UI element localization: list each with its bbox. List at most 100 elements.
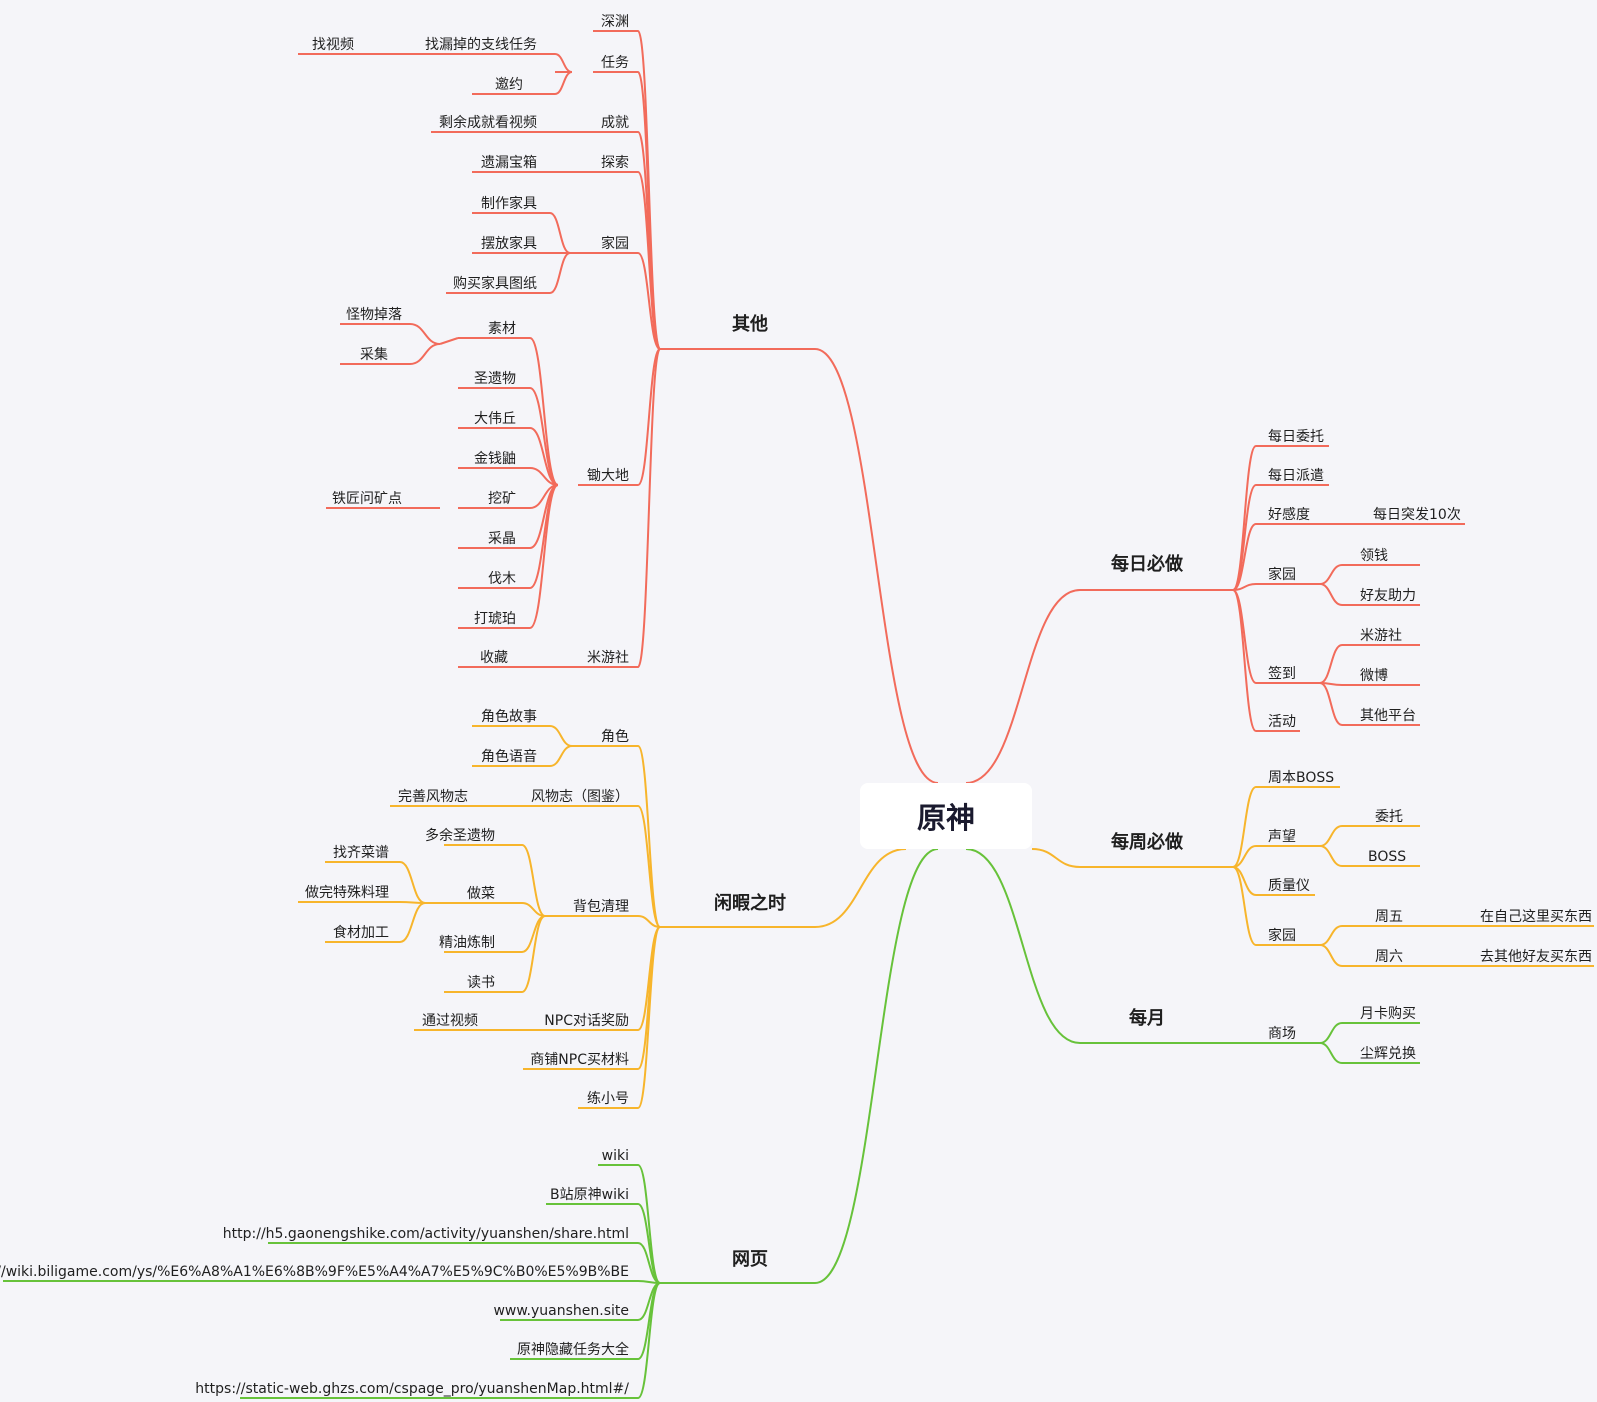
node-label[interactable]: 领钱 xyxy=(1360,548,1388,564)
connector-line xyxy=(1319,1042,1343,1064)
connector-line xyxy=(1232,786,1257,868)
node-label[interactable]: 怪物掉落 xyxy=(346,307,402,323)
node-label[interactable]: 角色故事 xyxy=(481,708,537,725)
node-label[interactable]: 签到 xyxy=(1268,665,1296,682)
web-link[interactable]: https://wiki.biligame.com/ys/%E6%A8%A1%E… xyxy=(0,1264,629,1280)
node-label[interactable]: 商场 xyxy=(1268,1026,1296,1042)
branch-weekly[interactable]: 每周必做 xyxy=(1111,831,1184,853)
node-label[interactable]: 深渊 xyxy=(601,14,629,30)
node-label[interactable]: 邀约 xyxy=(495,77,523,93)
branch-other[interactable]: 其他 xyxy=(732,313,768,335)
node-label[interactable]: 周六 xyxy=(1375,949,1403,965)
web-link[interactable]: B站原神wiki xyxy=(550,1187,629,1203)
node-label[interactable]: 每日突发10次 xyxy=(1373,507,1461,523)
node-label[interactable]: 声望 xyxy=(1268,829,1296,845)
node-label[interactable]: 采集 xyxy=(360,346,388,363)
node-label[interactable]: 成就 xyxy=(601,115,629,131)
web-link[interactable]: 原神隐藏任务大全 xyxy=(517,1341,629,1358)
node-label[interactable]: 通过视频 xyxy=(422,1013,478,1029)
connector-line xyxy=(637,915,661,928)
node-label[interactable]: 锄大地 xyxy=(587,468,629,484)
connector-line xyxy=(521,915,546,953)
node-label[interactable]: 食材加工 xyxy=(333,924,389,941)
node-label[interactable]: 做菜 xyxy=(467,886,495,902)
node-label[interactable]: 遗漏宝箱 xyxy=(481,155,537,171)
node-label[interactable]: 委托 xyxy=(1375,809,1403,825)
web-link[interactable]: https://static-web.ghzs.com/cspage_pro/y… xyxy=(195,1381,629,1397)
connector-line xyxy=(1319,1022,1343,1044)
web-link[interactable]: http://h5.gaonengshike.com/activity/yuan… xyxy=(223,1226,629,1242)
node-label[interactable]: 读书 xyxy=(467,974,495,991)
connector-line xyxy=(637,745,661,928)
connector-line xyxy=(1319,564,1343,585)
node-label[interactable]: 找视频 xyxy=(312,37,354,53)
node-label[interactable]: 素材 xyxy=(488,321,516,337)
node-label[interactable]: 月卡购买 xyxy=(1360,1006,1416,1022)
node-label[interactable]: 在自己这里买东西 xyxy=(1480,908,1592,925)
node-label[interactable]: 米游社 xyxy=(587,650,629,666)
node-label[interactable]: 商铺NPC买材料 xyxy=(530,1052,629,1068)
node-label[interactable]: 米游社 xyxy=(1360,628,1402,644)
node-label[interactable]: BOSS xyxy=(1368,849,1406,865)
node-label[interactable]: 大伟丘 xyxy=(474,411,516,427)
node-label[interactable]: 购买家具图纸 xyxy=(453,275,537,292)
node-label[interactable]: 采晶 xyxy=(488,531,516,547)
branch-monthly[interactable]: 每月 xyxy=(1129,1007,1165,1029)
node-label[interactable]: 尘辉兑换 xyxy=(1360,1045,1416,1062)
node-label[interactable]: 周本BOSS xyxy=(1268,770,1334,786)
node-label[interactable]: 找齐菜谱 xyxy=(333,845,389,861)
node-label[interactable]: 完善风物志 xyxy=(398,789,468,805)
node-label[interactable]: 任务 xyxy=(601,55,629,71)
connector-line xyxy=(549,212,571,254)
node-label[interactable]: NPC对话奖励 xyxy=(544,1012,629,1029)
node-label[interactable]: 周五 xyxy=(1375,909,1403,925)
node-label[interactable]: 挖矿 xyxy=(488,491,516,507)
node-label[interactable]: 家园 xyxy=(1268,927,1296,944)
node-label[interactable]: 角色 xyxy=(601,728,629,745)
node-label[interactable]: 制作家具 xyxy=(481,195,537,212)
node-label[interactable]: 精油炼制 xyxy=(439,935,495,951)
node-label[interactable]: 摆放家具 xyxy=(481,235,537,252)
node-label[interactable]: 活动 xyxy=(1268,714,1296,730)
branch-daily[interactable]: 每日必做 xyxy=(1111,553,1184,575)
node-label[interactable]: 其他平台 xyxy=(1360,708,1416,724)
node-label[interactable]: 质量仪 xyxy=(1268,878,1310,894)
node-label[interactable]: 找漏掉的支线任务 xyxy=(425,37,537,53)
node-label[interactable]: 角色语音 xyxy=(481,748,537,765)
node-label[interactable]: 家园 xyxy=(601,235,629,252)
node-label[interactable]: 家园 xyxy=(1268,566,1296,583)
connector-line xyxy=(399,861,426,904)
node-label[interactable]: 去其他好友买东西 xyxy=(1480,949,1592,965)
web-link[interactable]: wiki xyxy=(602,1148,629,1164)
root-node[interactable]: 原神 xyxy=(860,783,1032,849)
branch-leisure[interactable]: 闲暇之时 xyxy=(714,892,786,914)
node-label[interactable]: 收藏 xyxy=(480,650,508,666)
node-label[interactable]: 风物志（图鉴） xyxy=(531,789,629,805)
node-label[interactable]: 好友助力 xyxy=(1360,588,1416,604)
node-label[interactable]: 探索 xyxy=(601,154,629,171)
node-label[interactable]: 金钱鼬 xyxy=(474,451,516,467)
node-label[interactable]: 圣遗物 xyxy=(474,371,516,387)
node-label[interactable]: 背包清理 xyxy=(573,899,629,915)
node-label[interactable]: 伐木 xyxy=(488,571,516,587)
connector-line xyxy=(1232,866,1257,946)
node-label[interactable]: 练小号 xyxy=(587,1091,629,1107)
connector-line xyxy=(637,926,661,1070)
connector-line xyxy=(965,589,1081,784)
connector-line xyxy=(1232,589,1257,732)
connector-line xyxy=(1319,944,1343,967)
node-label[interactable]: 多余圣遗物 xyxy=(425,827,495,844)
node-label[interactable]: 好感度 xyxy=(1268,506,1310,523)
node-label[interactable]: 打琥珀 xyxy=(474,610,516,627)
connector-line xyxy=(529,484,559,629)
node-label[interactable]: 微博 xyxy=(1360,667,1388,684)
node-label[interactable]: 每日派遣 xyxy=(1268,468,1324,484)
node-label[interactable]: 铁匠问矿点 xyxy=(332,491,402,507)
web-link[interactable]: www.yuanshen.site xyxy=(493,1303,629,1319)
branch-web[interactable]: 网页 xyxy=(732,1249,768,1270)
connector-line xyxy=(637,1203,661,1284)
node-label[interactable]: 剩余成就看视频 xyxy=(439,114,537,131)
node-label[interactable]: 每日委托 xyxy=(1268,429,1324,445)
node-label[interactable]: 做完特殊料理 xyxy=(305,885,389,901)
connector-line xyxy=(1031,848,1081,868)
